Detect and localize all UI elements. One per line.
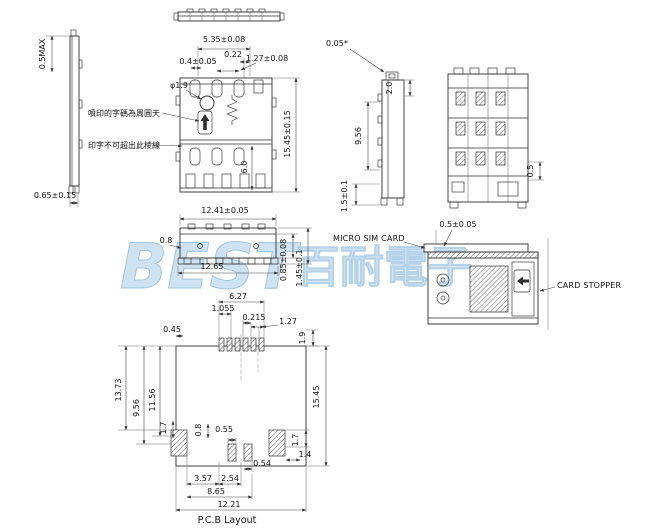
dim-pcb-627: 6.27 bbox=[229, 292, 247, 301]
dim-bottom-width: 12.41±0.05 bbox=[201, 206, 248, 215]
dim-side-thickness: 0.5MAX bbox=[38, 38, 47, 69]
dim-right-gap: 0.05* bbox=[326, 39, 348, 48]
dim-pcb-19: 1.9 bbox=[298, 332, 307, 345]
dim-pcb-17r: 1.7 bbox=[291, 434, 300, 447]
contact-roller bbox=[436, 273, 450, 287]
contact-pad bbox=[495, 121, 506, 136]
dim-pcb-254: 2.54 bbox=[221, 474, 239, 483]
dim-pcb-1545: 15.45 bbox=[312, 386, 321, 409]
view-top-edge-strip bbox=[173, 8, 285, 22]
view-bottom: 12.41±0.05 0.8 12.65 0.85±0.08 1.45±0.1 bbox=[160, 206, 312, 287]
contact-pad bbox=[495, 151, 506, 166]
dim-rear-shell: 0.5 bbox=[526, 165, 535, 178]
dim-top-hole: φ1.9 bbox=[170, 81, 188, 90]
solder-pad bbox=[250, 337, 257, 352]
watermark-cjk: 百耐電子 bbox=[296, 242, 472, 293]
dim-top-slot: 0.22 bbox=[224, 50, 242, 59]
contact-pad bbox=[475, 91, 486, 106]
dim-pcb-1221: 12.21 bbox=[218, 500, 241, 509]
dim-pcb-357: 3.57 bbox=[194, 474, 212, 483]
dim-pcb-865: 8.65 bbox=[207, 487, 225, 496]
contact-slot bbox=[211, 147, 223, 166]
solder-pad bbox=[242, 337, 249, 352]
dim-pcb-055: 0.55 bbox=[215, 425, 233, 434]
dim-top-pad-width: 0.4±0.05 bbox=[179, 57, 216, 66]
note-print-code: 噴印的字碼為周圓天 bbox=[88, 108, 160, 118]
contact-slot bbox=[211, 79, 223, 98]
dim-pcb-956: 9.56 bbox=[132, 399, 141, 417]
contact-pad bbox=[455, 121, 466, 136]
dim-top-width: 5.35±0.08 bbox=[203, 35, 245, 44]
solder-pad bbox=[170, 429, 188, 457]
contact-pad bbox=[455, 151, 466, 166]
watermark: BEST 百耐電子 bbox=[120, 230, 473, 304]
positioning-hole bbox=[199, 95, 215, 111]
dim-pcb-0215: 0.215 bbox=[243, 313, 266, 322]
contact-slot bbox=[233, 147, 245, 166]
solder-pad bbox=[268, 429, 286, 457]
solder-pad bbox=[234, 337, 241, 352]
dim-bottom-pad: 0.8 bbox=[160, 236, 173, 245]
dim-pcb-1156: 11.56 bbox=[148, 389, 157, 412]
view-top: 5.35±0.08 0.22 0.4±0.05 1.27±0.08 φ1.9 噴… bbox=[88, 35, 300, 193]
watermark-latin: BEST bbox=[120, 230, 301, 303]
label-micro-sim-card: MICRO SIM CARD bbox=[333, 234, 405, 243]
view-left-side: 0.5MAX 0.65±0.15 bbox=[34, 29, 83, 207]
note-print-limit: 印字不可超出此棱線 bbox=[88, 140, 160, 150]
dim-pcb-1055: 1.055 bbox=[212, 304, 235, 313]
contact-slot bbox=[189, 147, 201, 166]
dim-pcb-045: 0.45 bbox=[163, 325, 181, 334]
dim-top-inner-length: 6.0 bbox=[240, 161, 249, 174]
card-stopper-block bbox=[511, 261, 535, 317]
dim-pcb-054: 0.54 bbox=[253, 459, 271, 468]
contact-roller bbox=[436, 291, 450, 305]
dim-bottom-t1: 0.85±0.08 bbox=[279, 239, 288, 281]
dim-bottom-flange-width: 12.65 bbox=[201, 262, 224, 271]
contact-pad bbox=[495, 91, 506, 106]
label-card-stopper: CARD STOPPER bbox=[557, 281, 621, 290]
left-arrow-icon bbox=[517, 276, 529, 286]
dim-right-top-height: 2.0 bbox=[385, 82, 394, 95]
dim-card-thickness: 0.5±0.05 bbox=[439, 220, 476, 229]
dim-pcb-17l: 1.7 bbox=[159, 422, 168, 435]
solder-pad bbox=[227, 443, 237, 462]
dim-top-length: 15.45±0.15 bbox=[283, 110, 292, 157]
contact-slot bbox=[233, 79, 245, 98]
dim-pcb-08: 0.8 bbox=[194, 424, 203, 437]
dim-pcb-14: 1.4 bbox=[299, 450, 312, 459]
view-card-insert: 0.5±0.05 MICRO SIM CARD CARD STOPPER bbox=[333, 220, 621, 330]
dim-right-bottom-height: 1.5±0.1 bbox=[340, 180, 349, 212]
spring-contact bbox=[226, 95, 238, 125]
print-mark-box bbox=[197, 110, 213, 135]
solder-pad bbox=[218, 337, 225, 352]
solder-pad bbox=[226, 337, 233, 352]
dim-bottom-t2: 1.45±0.1 bbox=[295, 249, 304, 286]
contact-pad bbox=[475, 121, 486, 136]
view-rear: 0.5 bbox=[447, 67, 544, 209]
dim-top-pitch: 1.27±0.08 bbox=[246, 54, 288, 63]
view-pcb-layout: 6.27 1.055 0.215 1.27 0.45 1.9 13.73 9.5… bbox=[114, 292, 330, 526]
up-arrow-icon bbox=[200, 114, 210, 130]
solder-pad bbox=[243, 443, 253, 462]
dim-lead-coplanarity: 0.65±0.15 bbox=[34, 191, 76, 200]
contact-slot bbox=[189, 79, 201, 98]
contact-pad bbox=[475, 151, 486, 166]
contact-pad bbox=[455, 91, 466, 106]
dim-pcb-1373: 13.73 bbox=[114, 379, 123, 402]
dim-right-body-height: 9.56 bbox=[354, 127, 363, 145]
solder-pad bbox=[258, 337, 265, 352]
pcb-layout-caption: P.C.B Layout bbox=[198, 515, 257, 526]
view-right-side: 0.05* 2.0 9.56 1.5±0.1 bbox=[326, 39, 414, 212]
dim-pcb-127: 1.27 bbox=[279, 317, 297, 326]
